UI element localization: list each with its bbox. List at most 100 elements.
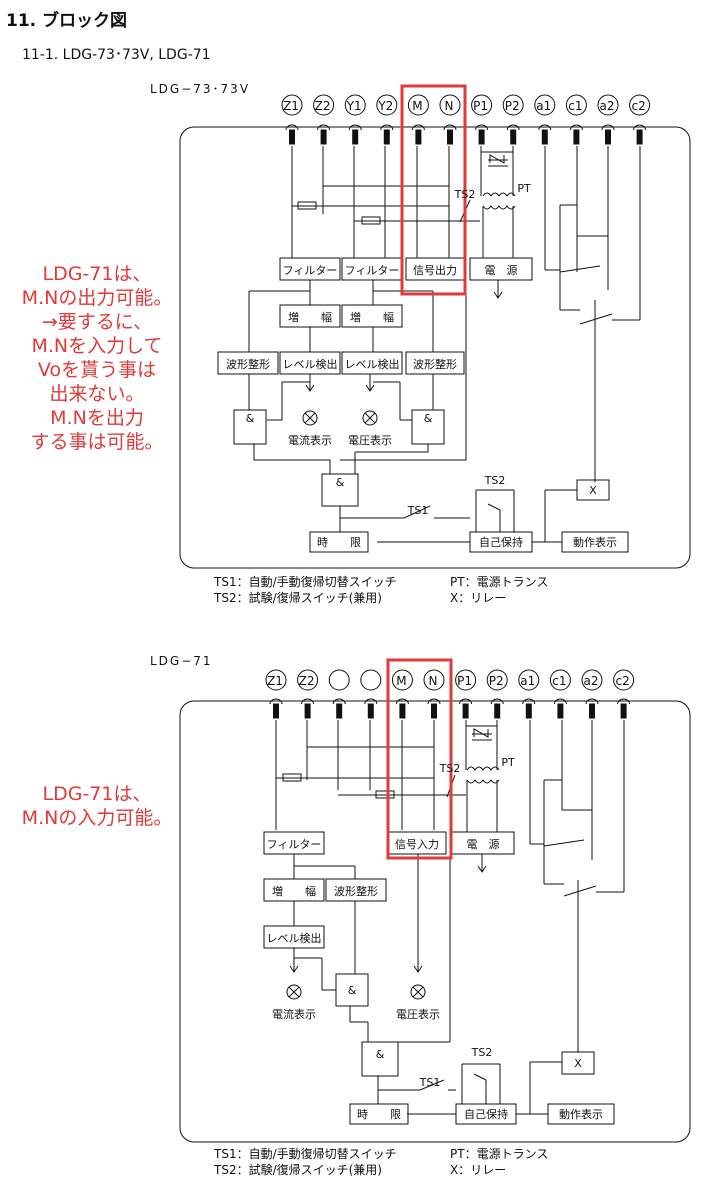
terminal-label: c1 <box>552 674 566 688</box>
terminal: P1 <box>455 669 477 719</box>
block-op-display: 動作表示 <box>573 535 617 549</box>
block-waveshape-1: 波形整形 <box>334 884 378 898</box>
terminal-label: N <box>429 674 438 688</box>
block-waveshape-1: 波形整形 <box>226 357 270 371</box>
block-and-1: & <box>348 984 357 997</box>
resistor <box>361 216 381 225</box>
highlight-mn-bottom <box>386 658 453 860</box>
legend-ts1: TS1：自動/手動復帰切替スイッチ <box>214 575 397 589</box>
resistor <box>297 201 317 210</box>
terminal-label: c2 <box>631 99 645 113</box>
terminal-label: Z1 <box>267 674 283 688</box>
block-filter-1: フィルター <box>283 264 338 277</box>
block-and-1: & <box>246 412 255 425</box>
block-relay-x: X <box>589 484 597 497</box>
label-ts2: TS2 <box>439 762 461 775</box>
terminal-label: P1 <box>473 99 488 113</box>
resistor <box>282 773 302 782</box>
legend-x: X：リレー <box>450 591 507 605</box>
block-power: 電 源 <box>467 837 500 851</box>
terminal: a2 <box>581 669 603 719</box>
block-filter-1: フィルター <box>267 838 322 851</box>
terminal-label: P2 <box>489 674 504 688</box>
annotation-top: LDG-71は、 M.Nの出力可能。 →要するに、 M.Nを入力して Voを貰う… <box>4 262 190 454</box>
block-labels-bottom: フィルター 信号入力 電 源 増 幅 波形整形 レベル検出 & & 電流表示 電… <box>267 756 604 1121</box>
terminal: Z1 <box>281 94 303 145</box>
annotation-line: M.Nを出力 <box>50 407 144 429</box>
label-pt: PT <box>517 182 531 195</box>
enclosure-top <box>179 126 691 569</box>
annotation-line: LDG-71は、 <box>42 783 152 805</box>
terminal: c2 <box>629 94 651 145</box>
block-and-3: & <box>336 476 345 489</box>
annotation-line: 出来ない。 <box>49 383 145 405</box>
block-signal-out: 信号出力 <box>413 263 457 277</box>
terminal-label: a2 <box>600 99 615 113</box>
block-timer: 時 限 <box>357 1108 401 1121</box>
terminal: N <box>423 669 445 719</box>
model-label-top: LDG−73･73V <box>150 82 251 96</box>
legend-x: X：リレー <box>450 1163 507 1177</box>
terminal-label: P1 <box>457 674 472 688</box>
annotation-bottom: LDG-71は、 M.Nの入力可能。 <box>4 782 190 830</box>
annotation-line: M.Nの入力可能。 <box>21 807 173 829</box>
terminal: M <box>407 94 429 145</box>
terminal: N <box>439 94 461 145</box>
block-self-hold: 自己保持 <box>464 1107 508 1121</box>
block-timer: 時 限 <box>317 536 361 549</box>
annotation-line: する事は可能。 <box>30 431 164 453</box>
block-power: 電 源 <box>485 263 518 277</box>
terminal-label: Z2 <box>299 674 315 688</box>
block-level-1: レベル検出 <box>283 357 338 371</box>
block-level-2: レベル検出 <box>345 357 400 371</box>
label-ts1: TS1 <box>419 1076 441 1089</box>
block-self-hold: 自己保持 <box>479 535 523 549</box>
terminal-label: Y2 <box>377 99 393 113</box>
block-amp-2: 増 幅 <box>350 311 394 324</box>
terminal: P2 <box>502 94 524 145</box>
terminal: M <box>391 669 413 719</box>
terminal-label: N <box>445 99 454 113</box>
terminal: Z2 <box>297 669 319 719</box>
block-and-2: & <box>424 412 433 425</box>
wiring-top <box>248 146 641 543</box>
annotation-line: →要するに、 <box>41 311 153 333</box>
block-op-display: 動作表示 <box>559 1107 603 1121</box>
terminal: P1 <box>471 94 493 145</box>
terminal-label: c2 <box>615 674 629 688</box>
terminal: c2 <box>613 669 635 719</box>
block-level-1: レベル検出 <box>267 931 322 945</box>
resistor <box>375 790 395 799</box>
block-labels-top: フィルター フィルター 信号出力 電 源 増 幅 増 幅 波形整形 レベル検出 … <box>226 182 617 549</box>
terminal: P2 <box>486 669 508 719</box>
page-heading: 11. ブロック図 <box>6 11 128 31</box>
block-filter-2: フィルター <box>345 264 400 277</box>
terminal: Y2 <box>376 94 398 145</box>
annotation-line: LDG-71は、 <box>42 263 152 285</box>
terminal <box>360 669 382 719</box>
block-signal-in: 信号入力 <box>395 838 439 851</box>
legend-pt: PT：電源トランス <box>450 1147 549 1161</box>
terminal-label: Z2 <box>315 99 331 113</box>
legend-pt: PT：電源トランス <box>450 575 549 589</box>
label-current-display: 電流表示 <box>272 1007 316 1021</box>
annotation-line: M.Nの出力可能。 <box>21 287 173 309</box>
block-waveshape-2: 波形整形 <box>413 357 457 371</box>
label-ts2: TS2 <box>484 474 506 487</box>
terminal: a1 <box>534 94 556 145</box>
terminal-label: Z1 <box>283 99 299 113</box>
terminal-label: a2 <box>584 674 599 688</box>
label-pt: PT <box>501 756 515 769</box>
terminal-label: a1 <box>520 674 535 688</box>
annotation-line: Voを貰う事は <box>37 359 157 381</box>
terminal-label: c1 <box>568 99 582 113</box>
terminal: c1 <box>549 669 571 719</box>
block-and-2: & <box>376 1048 385 1061</box>
terminal: Z2 <box>313 94 335 145</box>
label-ts1: TS1 <box>407 504 429 517</box>
